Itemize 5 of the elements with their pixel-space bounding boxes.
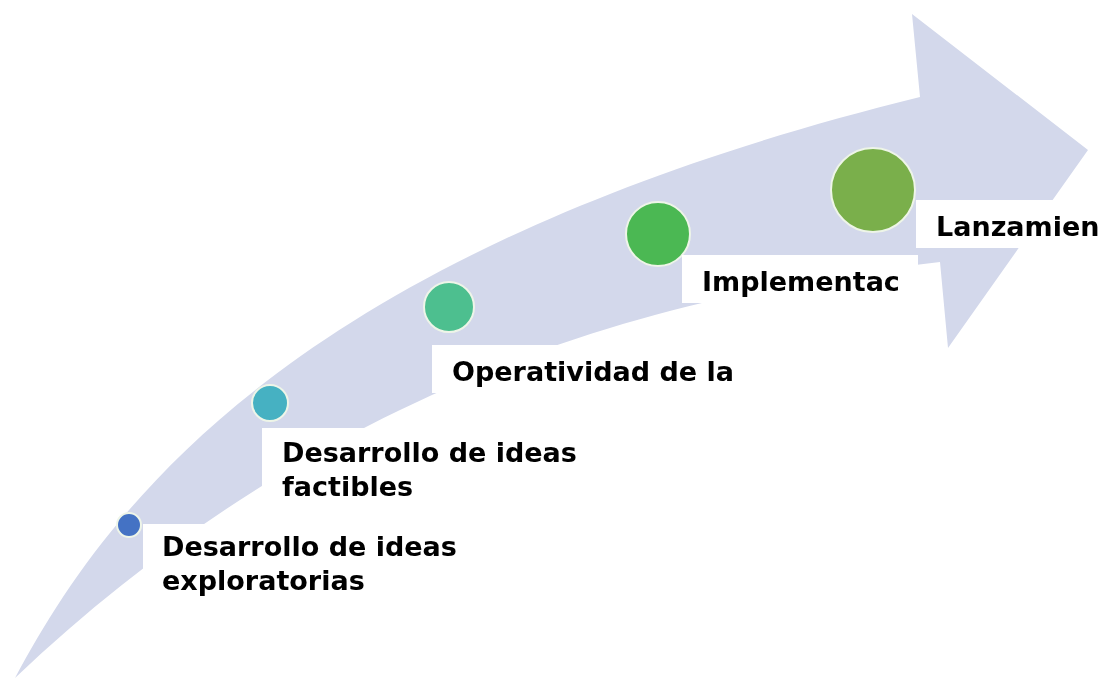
step-text: Desarrollo de ideas exploratorias [162, 530, 458, 598]
step-text: Desarrollo de ideas factibles [282, 436, 578, 504]
step-text: Operatividad de la [452, 355, 735, 389]
step-text: Lanzamien [936, 210, 1101, 244]
step-text: Implementac [702, 265, 901, 299]
